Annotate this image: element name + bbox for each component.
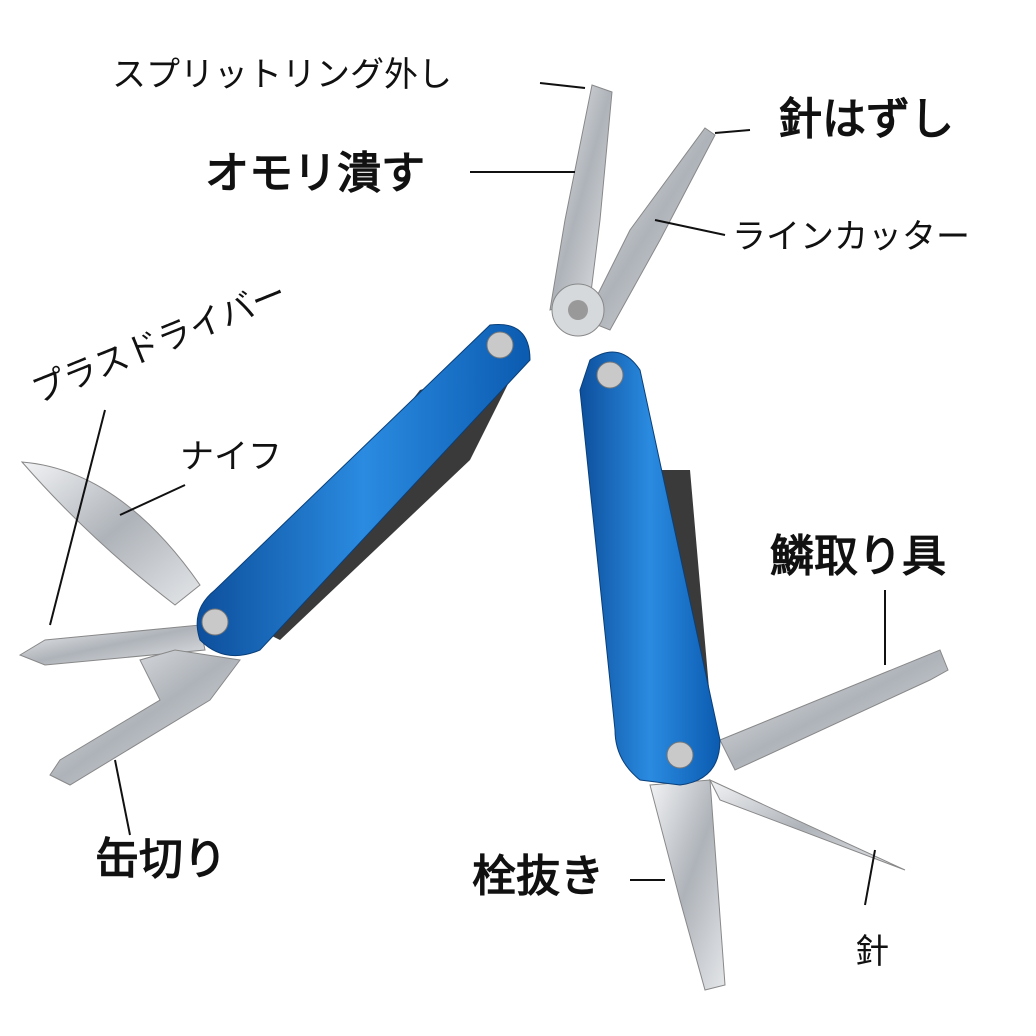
label-can-opener: 缶切り <box>95 834 227 885</box>
label-scale-remover: 鱗取り具 <box>770 531 946 582</box>
label-knife: ナイフ <box>180 437 282 477</box>
lower-jaw <box>584 127 716 331</box>
scale-remover <box>719 649 949 771</box>
leader-lines <box>49 82 886 906</box>
label-split-ring-remover: スプリットリング外し <box>112 55 452 95</box>
label-bottle-opener: 栓抜き <box>472 851 604 902</box>
right-handle <box>579 351 721 786</box>
label-hook-remover: 針はずし <box>778 94 954 145</box>
label-sinker-crusher: オモリ潰す <box>205 148 425 199</box>
upper-jaw <box>549 84 613 311</box>
needle <box>708 778 906 871</box>
label-needle: 針 <box>855 932 889 972</box>
left-handle <box>196 323 531 657</box>
label-line-cutter: ラインカッター <box>732 217 970 257</box>
knife-blade <box>20 461 201 606</box>
can-opener <box>49 649 241 786</box>
bottle-opener <box>649 779 726 991</box>
